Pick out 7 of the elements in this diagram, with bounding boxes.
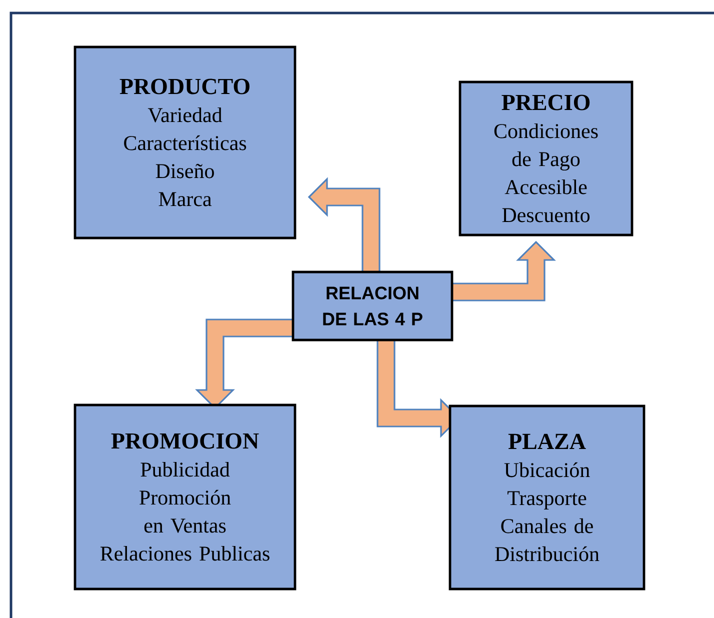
block-arrow [308, 177, 380, 273]
category-box: PRECIO Condiciones de Pago Accesible Descuento [458, 80, 634, 236]
block-arrow [451, 240, 556, 302]
center-box: RELACION DE LAS 4 P [292, 270, 454, 342]
category-box: PROMOCION Publicidad Promoción en Ventas Relaciones Publicas [74, 404, 296, 590]
category-box: PRODUCTO Variedad Características Diseño Marca [74, 46, 296, 240]
category-box: PLAZA Ubicación Trasporte Canales de Distribución [448, 404, 646, 590]
